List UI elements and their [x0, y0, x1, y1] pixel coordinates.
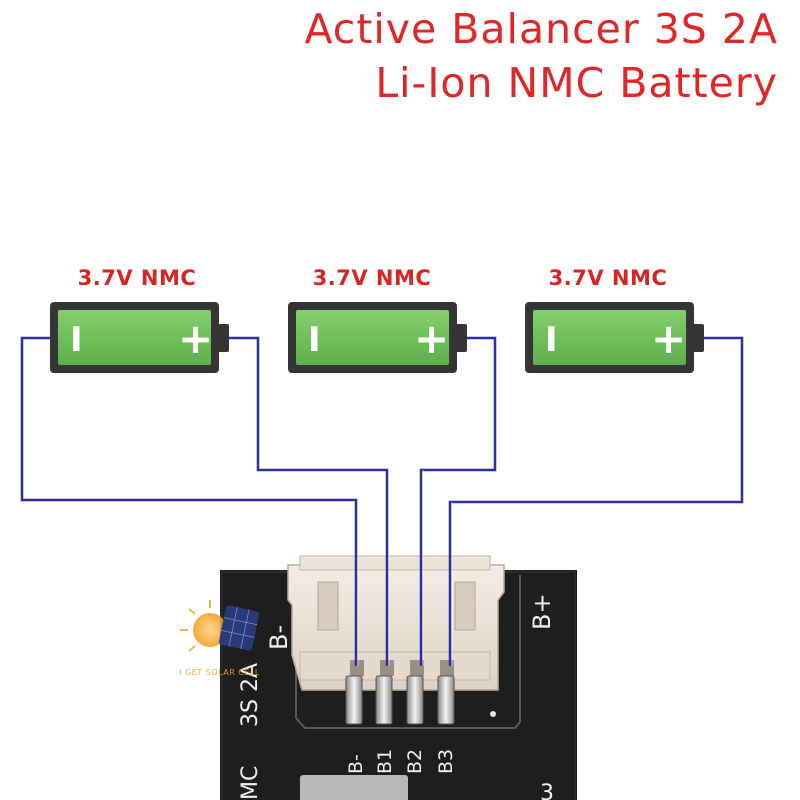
- wire-b2: [419, 336, 497, 666]
- battery-1-minus-icon: I: [70, 320, 83, 360]
- battery-1-plus-icon: +: [178, 314, 213, 363]
- pcb-pin-label-b3: B3: [435, 749, 457, 774]
- pin-b3: [437, 675, 455, 725]
- wire-b-minus: [20, 336, 358, 666]
- pcb-label-rating: 3S 2A: [238, 663, 263, 727]
- solar-logo-icon: [180, 600, 260, 652]
- battery-2-minus-icon: I: [308, 320, 321, 360]
- connector-pins: [345, 675, 455, 725]
- battery-1-label: 3.7V NMC: [77, 266, 197, 290]
- battery-1: I +: [50, 302, 229, 373]
- battery-3-plus-icon: +: [651, 314, 686, 363]
- battery-2-label: 3.7V NMC: [312, 266, 432, 290]
- pin-b1: [375, 675, 393, 725]
- pcb-label-b-plus: B+: [528, 593, 556, 630]
- watermark-text: I GET SOLAR CELL: [179, 668, 260, 677]
- battery-1-terminal: [218, 324, 229, 352]
- wire-b1: [227, 336, 389, 666]
- pcb-pin-label-b-minus: B-: [345, 754, 367, 774]
- pcb-label-chem: MC: [238, 766, 263, 800]
- battery-2-cell: [296, 310, 449, 365]
- battery-2-plus-icon: +: [414, 314, 449, 363]
- pin-b2: [406, 675, 424, 725]
- jst-connector: [287, 555, 505, 691]
- wires: [20, 336, 744, 666]
- title-line-1: Active Balancer 3S 2A: [304, 5, 778, 53]
- battery-2-terminal: [456, 324, 467, 352]
- pin-b-minus: [345, 675, 363, 725]
- battery-3: I +: [525, 302, 704, 373]
- ic-chip: [300, 775, 408, 800]
- silkscreen-outline: [295, 575, 521, 729]
- battery-3-terminal: [693, 324, 704, 352]
- wire-b3: [448, 336, 744, 666]
- battery-2: I +: [288, 302, 467, 373]
- pcb-pin-label-b1: B1: [374, 749, 396, 774]
- title-line-2: Li-Ion NMC Battery: [375, 59, 778, 107]
- battery-3-minus-icon: I: [545, 320, 558, 360]
- pcb-corner-mark: 3: [540, 781, 554, 800]
- battery-3-cell: [533, 310, 686, 365]
- battery-1-cell: [58, 310, 211, 365]
- pcb-label-b-minus: B-: [265, 625, 293, 650]
- pcb-pin-label-b2: B2: [404, 749, 426, 774]
- pin1-dot: [490, 711, 496, 717]
- battery-3-label: 3.7V NMC: [548, 266, 668, 290]
